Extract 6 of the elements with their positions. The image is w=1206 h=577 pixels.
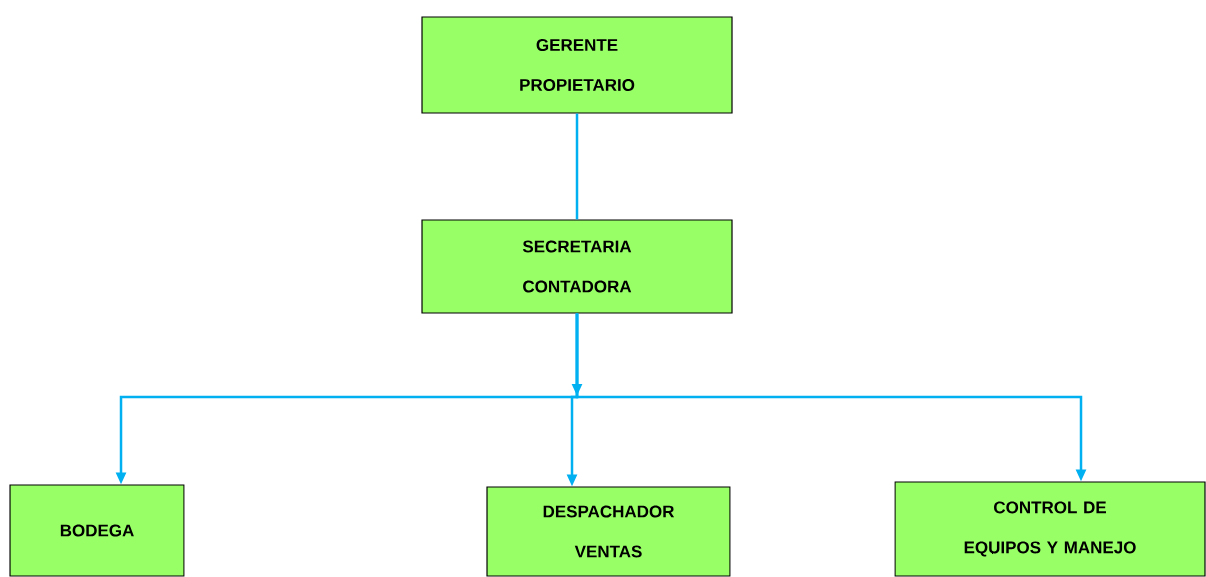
org-box: GERENTE PROPIETARIO [421,16,733,114]
org-box: BODEGA [9,484,185,577]
org-box: SECRETARIA CONTADORA [421,219,733,314]
connector [575,113,579,220]
org-box: CONTROL DE EQUIPOS Y MANEJO [894,481,1206,577]
org-box: DESPACHADOR VENTAS [486,486,731,577]
